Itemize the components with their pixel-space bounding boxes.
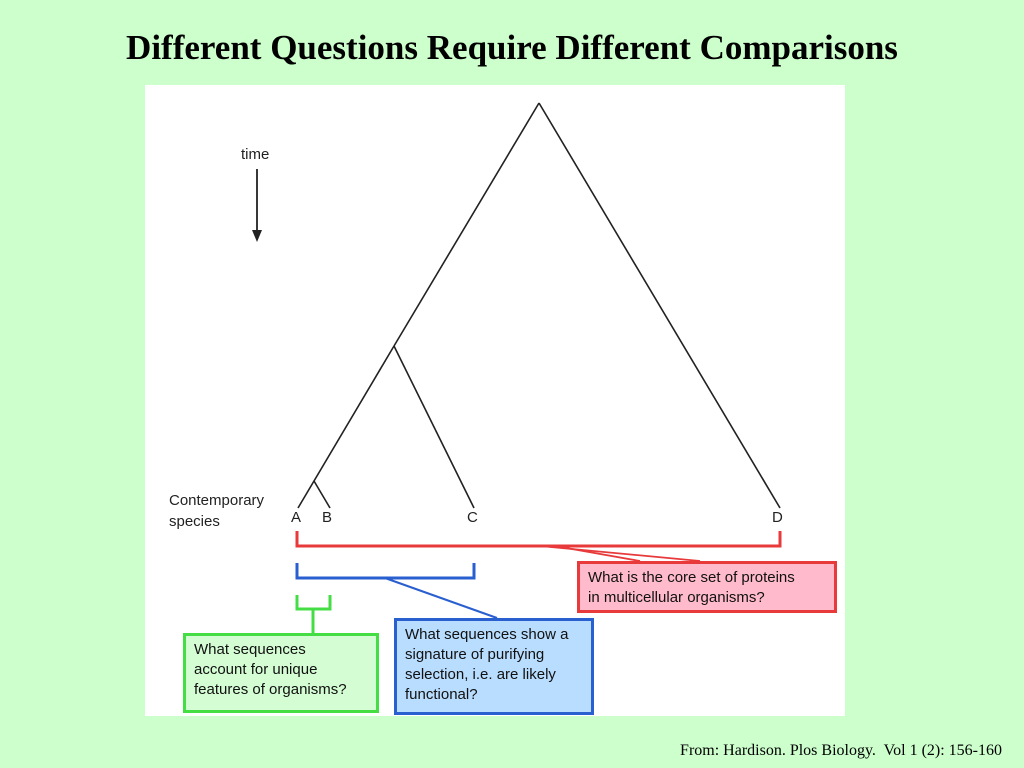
branch-abc-node-to-a	[297, 345, 395, 509]
bracket-red	[295, 531, 782, 548]
question-line: functional?	[405, 686, 478, 703]
species-label-b: B	[322, 509, 333, 526]
question-line: in multicellular organisms?	[588, 589, 765, 606]
citation: From: Hardison. Plos Biology. Vol 1 (2):…	[680, 742, 1002, 759]
contemporary-label-line2: species	[169, 513, 220, 530]
species-label-a: A	[291, 509, 302, 526]
bracket-blue	[295, 563, 476, 580]
phylogeny-figure: time Contemporary species A B C D What i…	[145, 85, 845, 716]
branch-root-to-d	[538, 102, 781, 509]
question-line: What is the core set of proteins	[588, 569, 795, 586]
question-box-purifying-selection: What sequences show a signature of purif…	[394, 618, 594, 715]
contemporary-label-line1: Contemporary	[169, 492, 265, 509]
slide-title: Different Questions Require Different Co…	[126, 28, 898, 67]
question-box-unique-features: What sequences account for unique featur…	[183, 633, 379, 713]
question-line: account for unique	[194, 661, 318, 678]
question-line: What sequences show a	[405, 626, 569, 643]
tree-diagram	[252, 102, 782, 633]
question-line: What sequences	[194, 641, 306, 658]
question-line: features of organisms?	[194, 681, 347, 698]
branch-root-to-abc-node	[393, 102, 540, 347]
branch-abc-node-to-c	[393, 345, 475, 509]
bracket-green	[295, 595, 332, 611]
connector-blue	[384, 577, 498, 619]
branch-ab-node-to-b	[313, 480, 331, 509]
question-line: selection, i.e. are likely	[405, 666, 556, 683]
time-arrow-head	[252, 230, 262, 242]
question-box-core-proteins: What is the core set of proteins in mult…	[577, 561, 837, 613]
time-label: time	[241, 146, 270, 163]
question-line: signature of purifying	[405, 646, 545, 663]
connector-red-lower	[554, 545, 641, 562]
species-label-c: C	[467, 509, 478, 526]
species-label-d: D	[772, 509, 783, 526]
